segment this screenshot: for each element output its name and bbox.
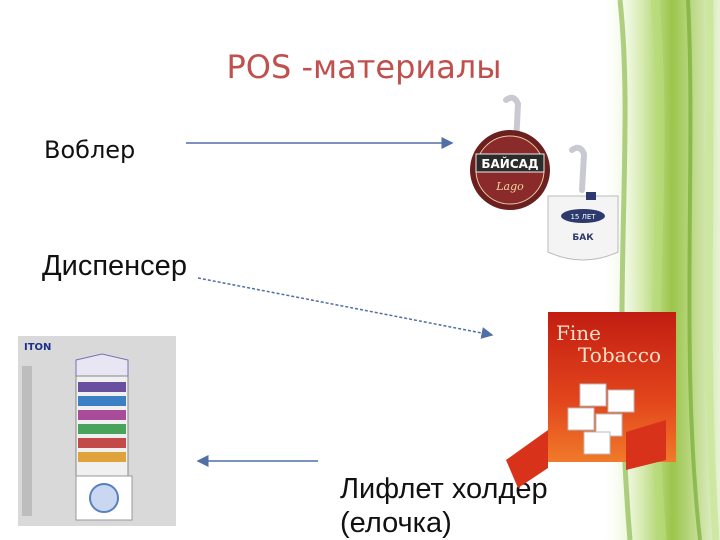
wobbler2-badge-text: 15 ЛЕТ bbox=[570, 213, 596, 221]
holder-text-2: Tobacco bbox=[578, 343, 661, 367]
wobbler-brand-text: БАЙСАД bbox=[481, 156, 538, 171]
arrow-dispenser bbox=[197, 277, 494, 339]
dispenser-label: Диспенсер bbox=[42, 250, 187, 282]
leaflet-holder-label: Лифлет холдер (елочка) bbox=[340, 472, 548, 540]
holder-text-1: Fine bbox=[556, 321, 601, 345]
vobler-label: Воблер bbox=[44, 136, 136, 164]
wobbler-image: БАЙСАД Lago 15 ЛЕТ БАК bbox=[470, 94, 619, 261]
slide-title: POS -материалы bbox=[226, 48, 502, 86]
wobbler2-brand-text: БАК bbox=[572, 233, 594, 243]
dispenser-brand-text: ITON bbox=[24, 342, 51, 353]
wobbler-sub-text: Lago bbox=[495, 180, 524, 193]
leaflet-holder-image: Fine Tobacco bbox=[506, 312, 676, 488]
leaflet-holder-label-line1: Лифлет холдер bbox=[340, 473, 548, 505]
leaflet-holder-label-line2: (елочка) bbox=[340, 507, 452, 539]
dispenser-image: ITON bbox=[18, 336, 176, 526]
